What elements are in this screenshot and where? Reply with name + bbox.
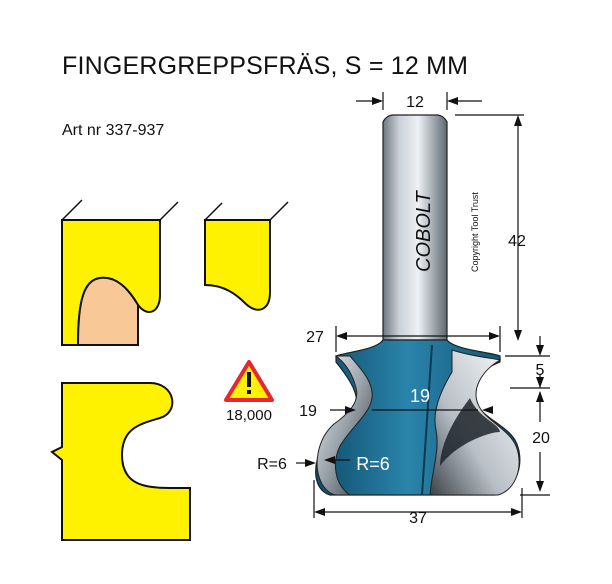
- dimension-lines: [296, 92, 550, 518]
- shank: [382, 114, 448, 341]
- dim-inner-diameter: 19: [299, 403, 317, 420]
- dim-cut-height: 20: [532, 430, 550, 447]
- dim-inner-diameter-body: 19: [410, 386, 430, 406]
- dim-total-diameter: 27: [306, 329, 324, 346]
- dim-bottom-width: 37: [409, 510, 427, 527]
- dimension-arrows: [305, 97, 544, 516]
- dim-radius-body: R=6: [356, 454, 390, 474]
- brand-label: COBOLT: [413, 189, 435, 272]
- profile-sample-bottom-left: [50, 382, 191, 541]
- copyright-label: Copyright Tool Trust: [470, 192, 480, 272]
- dim-shank-diameter: 12: [406, 94, 424, 111]
- dim-top-gap: 5: [536, 362, 545, 379]
- warning-rpm-label: 18,000: [226, 407, 272, 424]
- article-number: Art nr 337-937: [62, 122, 165, 139]
- page-title: FINGERGREPPSFRÄS, S = 12 MM: [62, 52, 469, 80]
- warning-triangle-icon: [224, 360, 274, 402]
- dim-radius-left: R=6: [257, 456, 287, 473]
- profile-sample-top-middle: [204, 201, 289, 311]
- wood-workpiece-shape: [76, 276, 139, 346]
- router-bit: [315, 114, 521, 496]
- dim-shank-length: 42: [508, 233, 526, 250]
- profile-sample-top-left: [61, 199, 179, 346]
